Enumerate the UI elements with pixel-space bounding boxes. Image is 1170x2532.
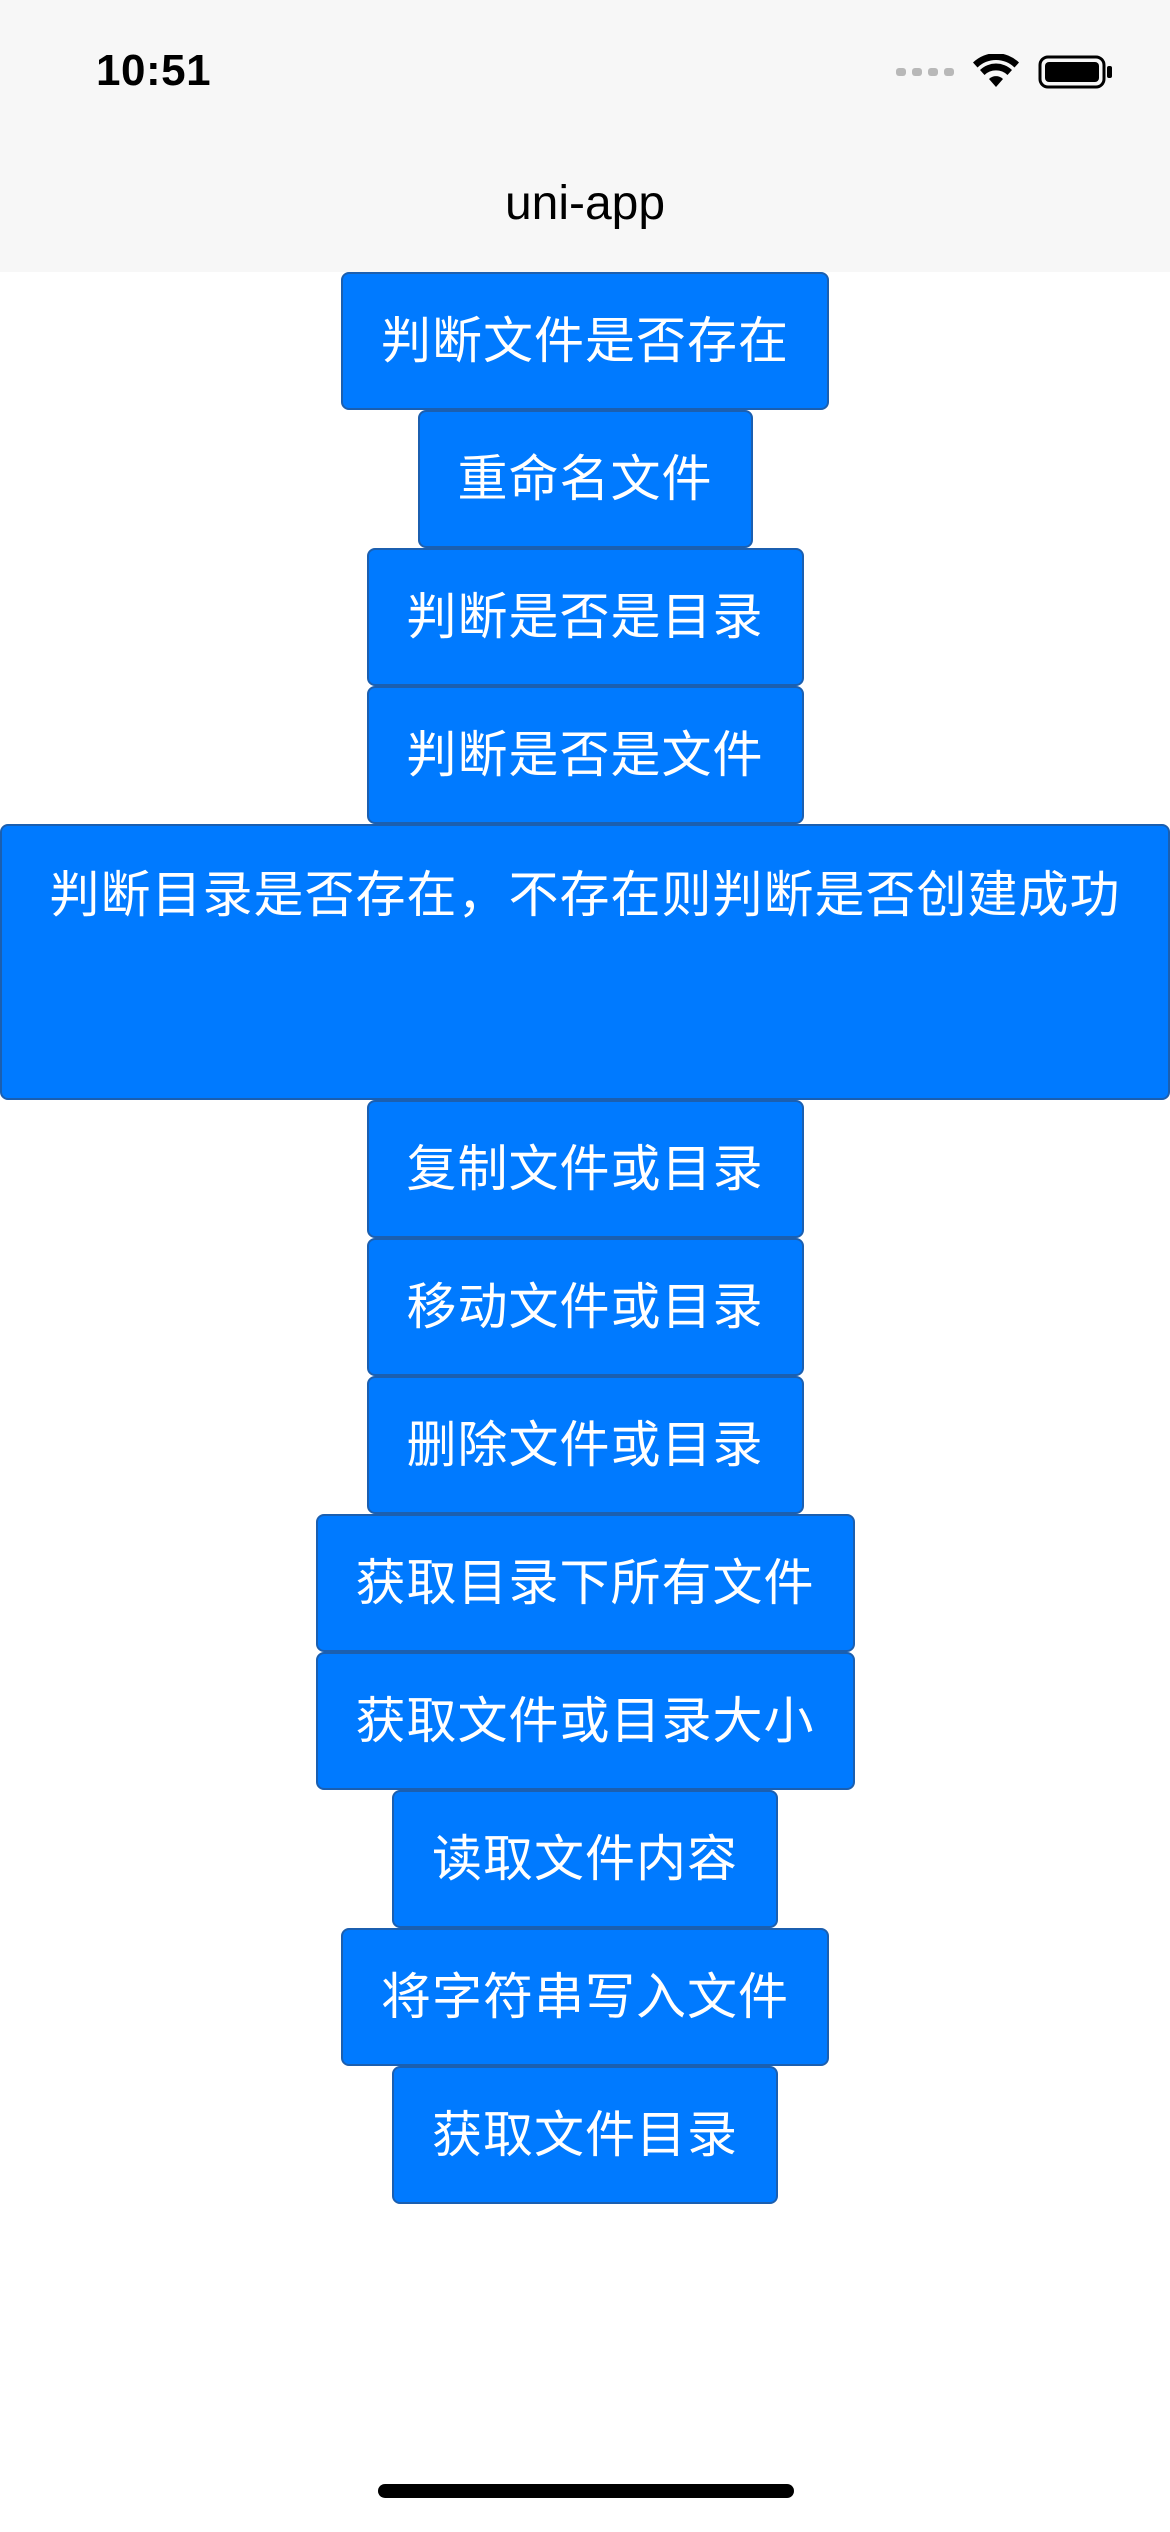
home-indicator[interactable] (378, 2484, 794, 2498)
wifi-icon (973, 54, 1019, 87)
copy-file-button[interactable]: 复制文件或目录 (366, 1100, 804, 1238)
check-directory-create-button[interactable]: 判断目录是否存在，不存在则判断是否创建成功 (0, 824, 1170, 1100)
write-file-button[interactable]: 将字符串写入文件 (341, 1928, 829, 2066)
button-list: 判断文件是否存在 重命名文件 判断是否是目录 判断是否是文件 判断目录是否存在，… (0, 272, 1170, 2204)
rename-file-button[interactable]: 重命名文件 (417, 410, 753, 548)
status-bar: 10:51 (0, 0, 1170, 140)
cellular-signal-icon (896, 68, 954, 76)
get-file-size-button[interactable]: 获取文件或目录大小 (315, 1652, 855, 1790)
status-time: 10:51 (96, 46, 212, 95)
check-is-directory-button[interactable]: 判断是否是目录 (366, 548, 804, 686)
list-directory-files-button[interactable]: 获取目录下所有文件 (315, 1514, 855, 1652)
check-file-exists-button[interactable]: 判断文件是否存在 (341, 272, 829, 410)
check-is-file-button[interactable]: 判断是否是文件 (366, 686, 804, 824)
navigation-bar: uni-app (0, 140, 1170, 272)
battery-icon (1038, 55, 1112, 89)
move-file-button[interactable]: 移动文件或目录 (366, 1238, 804, 1376)
status-icons (896, 54, 1114, 90)
read-file-button[interactable]: 读取文件内容 (392, 1790, 778, 1928)
page-title: uni-app (504, 177, 666, 230)
delete-file-button[interactable]: 删除文件或目录 (366, 1376, 804, 1514)
get-file-directory-button[interactable]: 获取文件目录 (392, 2066, 778, 2204)
